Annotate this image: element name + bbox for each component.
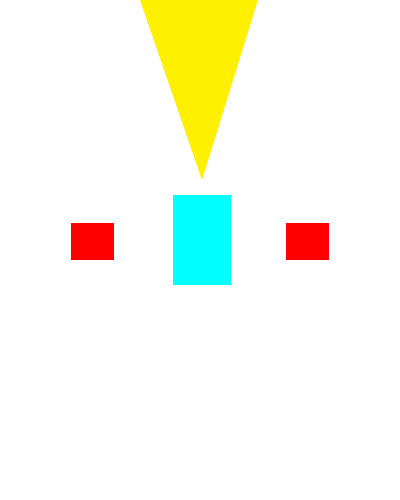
cyan-player-block: [173, 195, 231, 285]
red-enemy-block-right: [286, 223, 329, 260]
beam-polygon: [140, 0, 258, 180]
red-enemy-block-left: [71, 223, 114, 260]
yellow-beam-triangle: [140, 0, 258, 180]
beam-shape: [140, 0, 258, 180]
